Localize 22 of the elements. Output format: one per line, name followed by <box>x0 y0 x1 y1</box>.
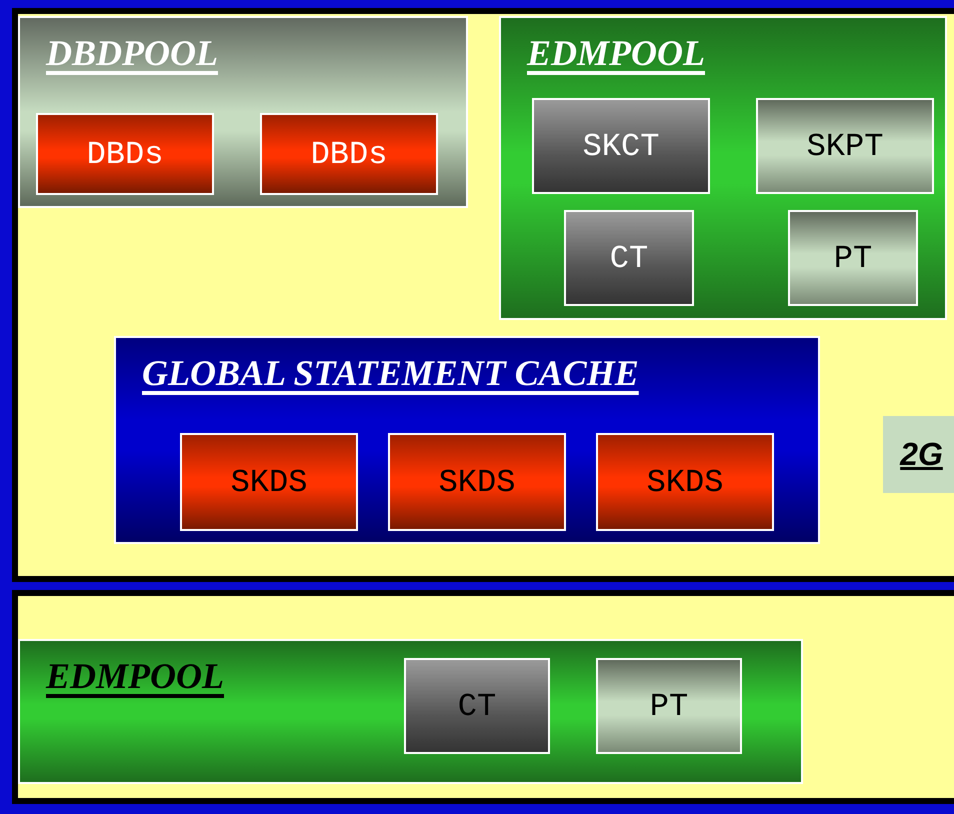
panel-title: GLOBAL STATEMENT CACHE <box>142 352 639 394</box>
memory-block: SKCT <box>532 98 710 194</box>
memory-block: PT <box>788 210 918 306</box>
memory-block: CT <box>404 658 550 754</box>
panel-title: DBDPOOL <box>46 32 218 74</box>
pool-panel <box>18 16 468 208</box>
panel-title: EDMPOOL <box>527 32 705 74</box>
memory-block: SKDS <box>596 433 774 531</box>
memory-block: SKDS <box>180 433 358 531</box>
memory-block: SKPT <box>756 98 934 194</box>
pool-panel <box>114 336 820 544</box>
memory-region <box>12 8 954 582</box>
pool-panel <box>499 16 947 320</box>
memory-block: DBDs <box>260 113 438 195</box>
pool-panel <box>18 639 803 784</box>
panel-title: EDMPOOL <box>46 655 224 697</box>
size-label: 2G <box>883 416 954 493</box>
memory-block: SKDS <box>388 433 566 531</box>
memory-block: PT <box>596 658 742 754</box>
memory-region <box>12 590 954 804</box>
memory-block: CT <box>564 210 694 306</box>
memory-block: DBDs <box>36 113 214 195</box>
